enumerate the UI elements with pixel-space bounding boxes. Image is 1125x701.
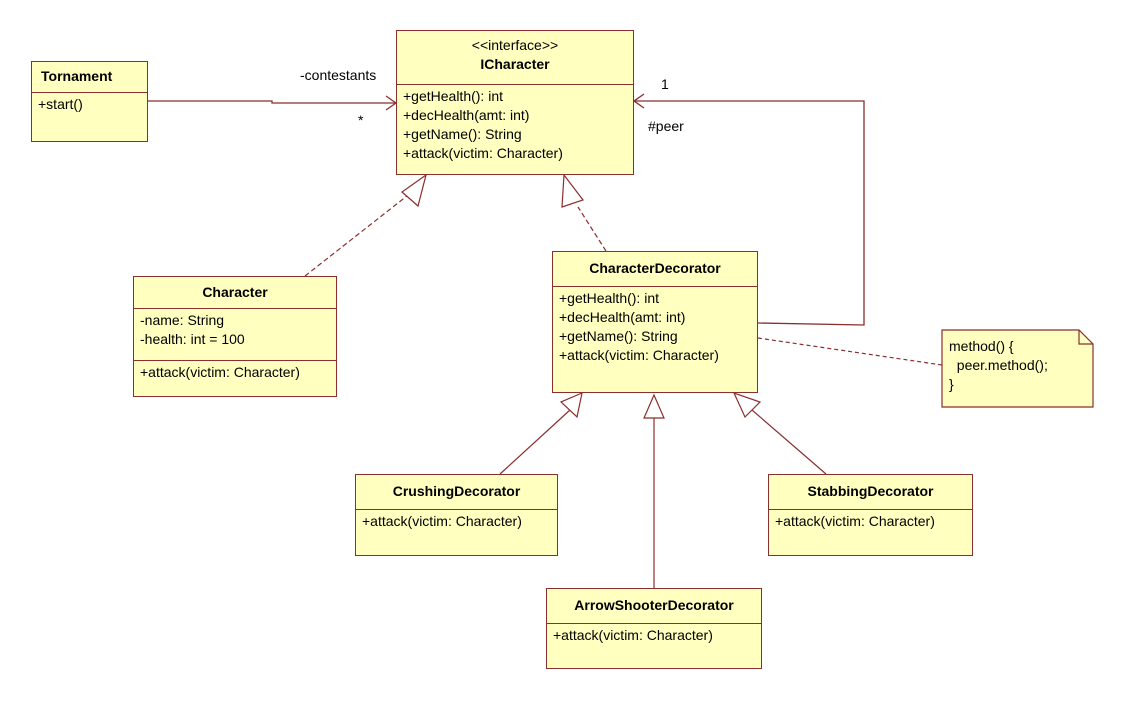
character-realization-line xyxy=(304,191,413,277)
class-character[interactable]: Character -name: String -health: int = 1… xyxy=(133,276,337,397)
note-outline xyxy=(941,329,1094,408)
contestants-multiplicity-label: * xyxy=(358,112,364,128)
note-anchor-line xyxy=(757,337,943,366)
attribute: -name: String xyxy=(140,312,225,328)
decorator-realization-triangle xyxy=(561,173,584,208)
note-line: method() { xyxy=(949,338,1014,354)
character-realization-triangle xyxy=(401,173,427,208)
operation: +attack(victim: Character) xyxy=(553,627,713,643)
class-character-decorator[interactable]: CharacterDecorator +getHealth(): int +de… xyxy=(552,251,758,393)
operation: +getName(): String xyxy=(403,126,522,142)
class-crushing-decorator-name: CrushingDecorator xyxy=(392,483,521,499)
note-fold xyxy=(1078,330,1093,345)
operation: +attack(victim: Character) xyxy=(362,513,522,529)
operation: +attack(victim: Character) xyxy=(559,347,719,363)
stabbing-generalization-line xyxy=(751,409,827,475)
operation: +attack(victim: Character) xyxy=(775,513,935,529)
class-stabbing-decorator[interactable]: StabbingDecorator +attack(victim: Charac… xyxy=(768,474,973,556)
peer-association-line xyxy=(634,100,865,326)
operation: +getHealth(): int xyxy=(559,290,659,306)
crushing-generalization-line xyxy=(499,409,571,475)
interface-icharacter-name: ICharacter xyxy=(480,56,550,72)
operation: +getHealth(): int xyxy=(403,88,503,104)
class-character-header: Character xyxy=(134,277,336,309)
peer-role-label: #peer xyxy=(648,118,684,134)
note-line: peer.method(); xyxy=(949,357,1048,373)
contestants-role-label: -contestants xyxy=(300,67,377,83)
class-arrow-shooter-decorator-operations: +attack(victim: Character) xyxy=(547,624,761,648)
class-crushing-decorator-operations: +attack(victim: Character) xyxy=(356,510,557,534)
attribute: -health: int = 100 xyxy=(140,331,245,347)
class-arrow-shooter-decorator-header: ArrowShooterDecorator xyxy=(547,589,761,624)
interface-icharacter-header: <<interface>> ICharacter xyxy=(397,31,633,85)
interface-icharacter-operations: +getHealth(): int +decHealth(amt: int) +… xyxy=(397,85,633,166)
interface-stereotype: <<interface>> xyxy=(471,37,559,53)
class-character-name: Character xyxy=(202,284,268,300)
class-arrow-shooter-decorator[interactable]: ArrowShooterDecorator +attack(victim: Ch… xyxy=(546,588,762,669)
class-tornament-name: Tornament xyxy=(41,68,113,84)
class-crushing-decorator-header: CrushingDecorator xyxy=(356,475,557,510)
operation: +attack(victim: Character) xyxy=(140,364,300,380)
class-character-operations: +attack(victim: Character) xyxy=(134,361,336,385)
class-tornament[interactable]: Tornament +start() xyxy=(31,61,148,142)
class-tornament-header: Tornament xyxy=(32,62,147,93)
peer-arrowhead xyxy=(632,93,645,109)
operation: +attack(victim: Character) xyxy=(403,145,563,161)
class-stabbing-decorator-operations: +attack(victim: Character) xyxy=(769,510,972,534)
crushing-generalization-triangle xyxy=(559,391,583,419)
operation: +decHealth(amt: int) xyxy=(559,309,686,325)
class-tornament-operations: +start() xyxy=(32,93,147,117)
class-arrow-shooter-decorator-name: ArrowShooterDecorator xyxy=(574,597,734,613)
class-crushing-decorator[interactable]: CrushingDecorator +attack(victim: Charac… xyxy=(355,474,558,556)
arrowshooter-generalization-triangle xyxy=(643,393,665,419)
class-stabbing-decorator-header: StabbingDecorator xyxy=(769,475,972,510)
class-character-attributes: -name: String -health: int = 100 xyxy=(134,309,336,361)
note-method-delegation[interactable]: method() { peer.method(); } xyxy=(943,331,1077,406)
contestants-association-line xyxy=(148,100,396,104)
stabbing-generalization-triangle xyxy=(732,391,762,419)
interface-icharacter[interactable]: <<interface>> ICharacter +getHealth(): i… xyxy=(396,30,634,175)
class-character-decorator-header: CharacterDecorator xyxy=(553,252,757,287)
operation: +getName(): String xyxy=(559,328,678,344)
peer-multiplicity-label: 1 xyxy=(661,76,669,92)
class-character-decorator-operations: +getHealth(): int +decHealth(amt: int) +… xyxy=(553,287,757,368)
operation: +decHealth(amt: int) xyxy=(403,107,530,123)
class-stabbing-decorator-name: StabbingDecorator xyxy=(807,483,934,499)
note-line: } xyxy=(949,376,954,392)
decorator-realization-line xyxy=(577,206,607,252)
operation: +start() xyxy=(38,96,83,112)
class-character-decorator-name: CharacterDecorator xyxy=(589,260,721,276)
